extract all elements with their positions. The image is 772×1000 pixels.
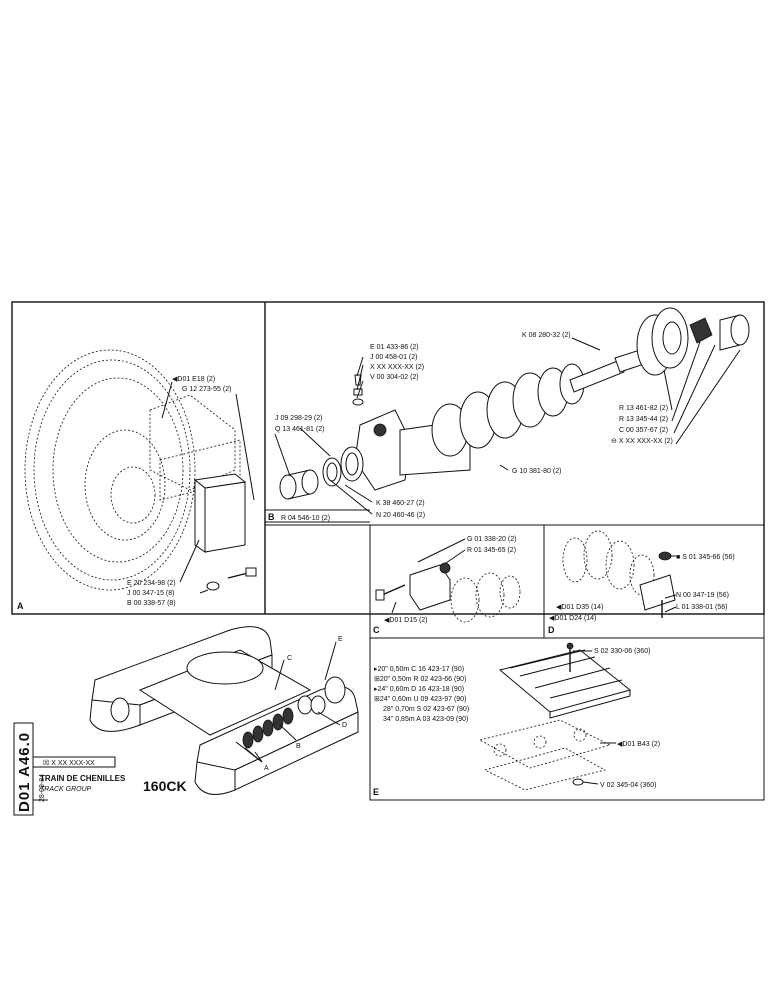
svg-text:▸20" 0,50m C 16 423-17 (90): ▸20" 0,50m C 16 423-17 (90) (374, 666, 464, 673)
nut-symbol-icon: ■ (676, 554, 682, 561)
section-label-e: E (373, 787, 379, 797)
title-block (13, 722, 116, 816)
target-icon: ◀ (549, 615, 555, 622)
panel-d-part-5: D01 D24 (14) (554, 615, 596, 622)
overview-label-b: B (296, 743, 301, 750)
assembly-symbol-icon: ⊞ (374, 676, 380, 683)
panel-b-part-8: N 20 460-46 (2) (376, 512, 425, 519)
panel-d-part-4: D01 D35 (14) (561, 604, 603, 611)
panel-a-part-2: G 12 273-55 (2) (182, 386, 231, 393)
panel-e-shoe-4: 24" 0,60m U 09 423-97 (90) (380, 696, 467, 703)
section-label-b: B (268, 512, 275, 522)
target-icon: ◀ (172, 376, 178, 383)
overview-label-a: A (264, 765, 269, 772)
section-label-d: D (548, 625, 555, 635)
arrow-icon: ▸ (374, 666, 378, 673)
panel-c-part-1: G 01 338-20 (2) (467, 536, 516, 543)
panel-d-part-1: S 01 345-66 (56) (682, 554, 735, 561)
svg-text:■ S 01 345-66 (56): ■ S 01 345-66 (56) (676, 554, 735, 561)
section-label-a: A (17, 601, 24, 611)
svg-text:⊖ X XX XXX-XX (2): ⊖ X XX XXX-XX (2) (611, 438, 673, 445)
panel-e-shoe-1: 20" 0,50m C 16 423-17 (90) (378, 666, 465, 673)
arrow-icon: ▸ (374, 686, 378, 693)
svg-text:◀D01 E18 (2): ◀D01 E18 (2) (172, 376, 215, 383)
panel-b-part-7: K 38 460-27 (2) (376, 500, 425, 507)
panel-b-part-12: R 13 345-44 (2) (619, 416, 668, 423)
panel-b-part-9: G 10 381-80 (2) (512, 468, 561, 475)
panel-a-part-3: E 20 234-98 (2) (127, 580, 176, 587)
overview-crawler-drawing (89, 626, 359, 795)
panel-b-roller-drawing (274, 307, 750, 515)
panel-b-part-2: J 00 458-01 (2) (370, 354, 417, 361)
overview-label-d: D (342, 722, 347, 729)
panel-e-shoe-5: 28" 0,70m S 02 423-67 (90) (383, 706, 469, 713)
panel-d-part-3: L 01 338-01 (56) (676, 604, 728, 611)
svg-text:◀D01 D24 (14): ◀D01 D24 (14) (549, 615, 596, 622)
panel-b-title-part: R 04 546-10 (2) (281, 515, 330, 522)
document-title-fr: TRAIN DE CHENILLES (40, 774, 126, 783)
target-icon: ◀ (556, 604, 562, 611)
panel-b-part-14: X XX XXX-XX (2) (619, 438, 673, 445)
panel-e-shoe-6: 34" 0,85m A 03 423-09 (90) (383, 716, 468, 723)
panel-e-shoe-drawing (478, 642, 632, 791)
panel-b-part-1: E 01 433-86 (2) (370, 344, 419, 351)
overview-label-e: E (338, 636, 343, 643)
panel-c-roller-drawing (375, 538, 521, 623)
document-date: 28-09-84 (39, 774, 46, 802)
panel-a-part-5: B 00 338-57 (8) (127, 600, 176, 607)
panel-e-part-2: D01 B43 (2) (622, 741, 660, 748)
panel-b-part-5: J 09 298-29 (2) (275, 415, 322, 422)
panel-b-part-10: K 08 280-32 (2) (522, 332, 571, 339)
svg-text:☒ X XX XXX-XX: ☒ X XX XXX-XX (43, 759, 95, 767)
svg-text:⊞24" 0,60m U 09 423-97 (90): ⊞24" 0,60m U 09 423-97 (90) (374, 696, 466, 703)
panel-e-part-1: S 02 330-06 (360) (594, 648, 650, 655)
document-title-en: TRACK GROUP (40, 786, 92, 793)
panel-e-shoe-3: 24" 0,60m D 16 423-18 (90) (378, 686, 465, 693)
document-code: D01 A46.0 (16, 732, 33, 812)
panel-a-part-4: J 00 347-15 (8) (127, 590, 174, 597)
svg-text:◀D01 D15 (2): ◀D01 D15 (2) (384, 617, 428, 624)
panel-a-idler-drawing (24, 349, 257, 594)
document-serial: X XX XXX-XX (51, 760, 95, 767)
panel-b-part-6: Q 13 461-81 (2) (275, 426, 324, 433)
panel-e-shoe-2: 20" 0,50m R 02 423-66 (90) (380, 676, 467, 683)
assembly-symbol-icon: ⊞ (374, 696, 380, 703)
svg-text:◀D01 D35 (14): ◀D01 D35 (14) (556, 604, 603, 611)
panel-e-part-3: V 02 345-04 (360) (600, 782, 656, 789)
panel-d-part-2: N 00 347-19 (56) (676, 592, 729, 599)
panel-a-part-1: D01 E18 (2) (177, 376, 215, 383)
panel-b-part-11: R 13 461-82 (2) (619, 405, 668, 412)
section-label-c: C (373, 625, 380, 635)
grease-symbol-icon: ⊖ (611, 438, 619, 445)
svg-text:⊞20" 0,50m R 02 423-66 (90): ⊞20" 0,50m R 02 423-66 (90) (374, 676, 466, 683)
document-model: 160CK (143, 778, 187, 794)
svg-text:▸24" 0,60m D 16 423-18 (90): ▸24" 0,60m D 16 423-18 (90) (374, 686, 464, 693)
checkbox-icon: ☒ (43, 759, 51, 767)
target-icon: ◀ (384, 617, 390, 624)
panel-frames (11, 301, 765, 801)
panel-d-roller-drawing (562, 530, 677, 618)
svg-text:◀D01 B43 (2): ◀D01 B43 (2) (617, 741, 660, 748)
overview-label-c: C (287, 655, 292, 662)
panel-c-part-3: D01 D15 (2) (389, 617, 427, 624)
target-icon: ◀ (617, 741, 623, 748)
panel-c-part-2: R 01 345-65 (2) (467, 547, 516, 554)
panel-b-part-13: C 00 357-67 (2) (619, 427, 668, 434)
panel-b-part-3: X XX XXX-XX (2) (370, 364, 424, 371)
panel-b-part-4: V 00 304-02 (2) (370, 374, 419, 381)
